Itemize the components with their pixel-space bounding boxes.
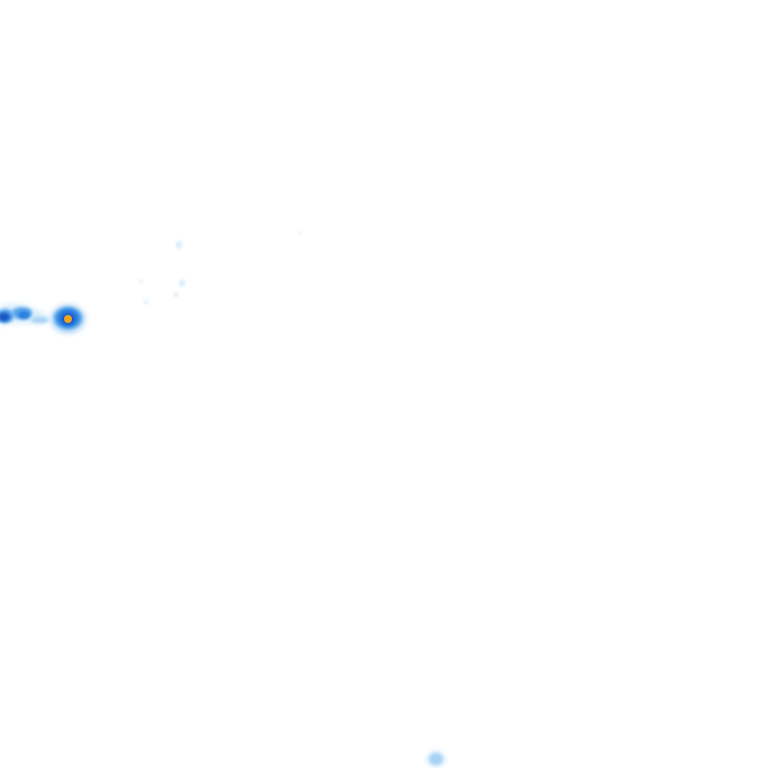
echo-cell-main [51, 305, 85, 333]
echo-speckle-north [176, 231, 302, 249]
echo-speckle-mid [139, 279, 185, 304]
echo-band-west [0, 304, 50, 325]
echo-cell-south [427, 751, 445, 767]
echo-band-west-tip [0, 309, 14, 323]
